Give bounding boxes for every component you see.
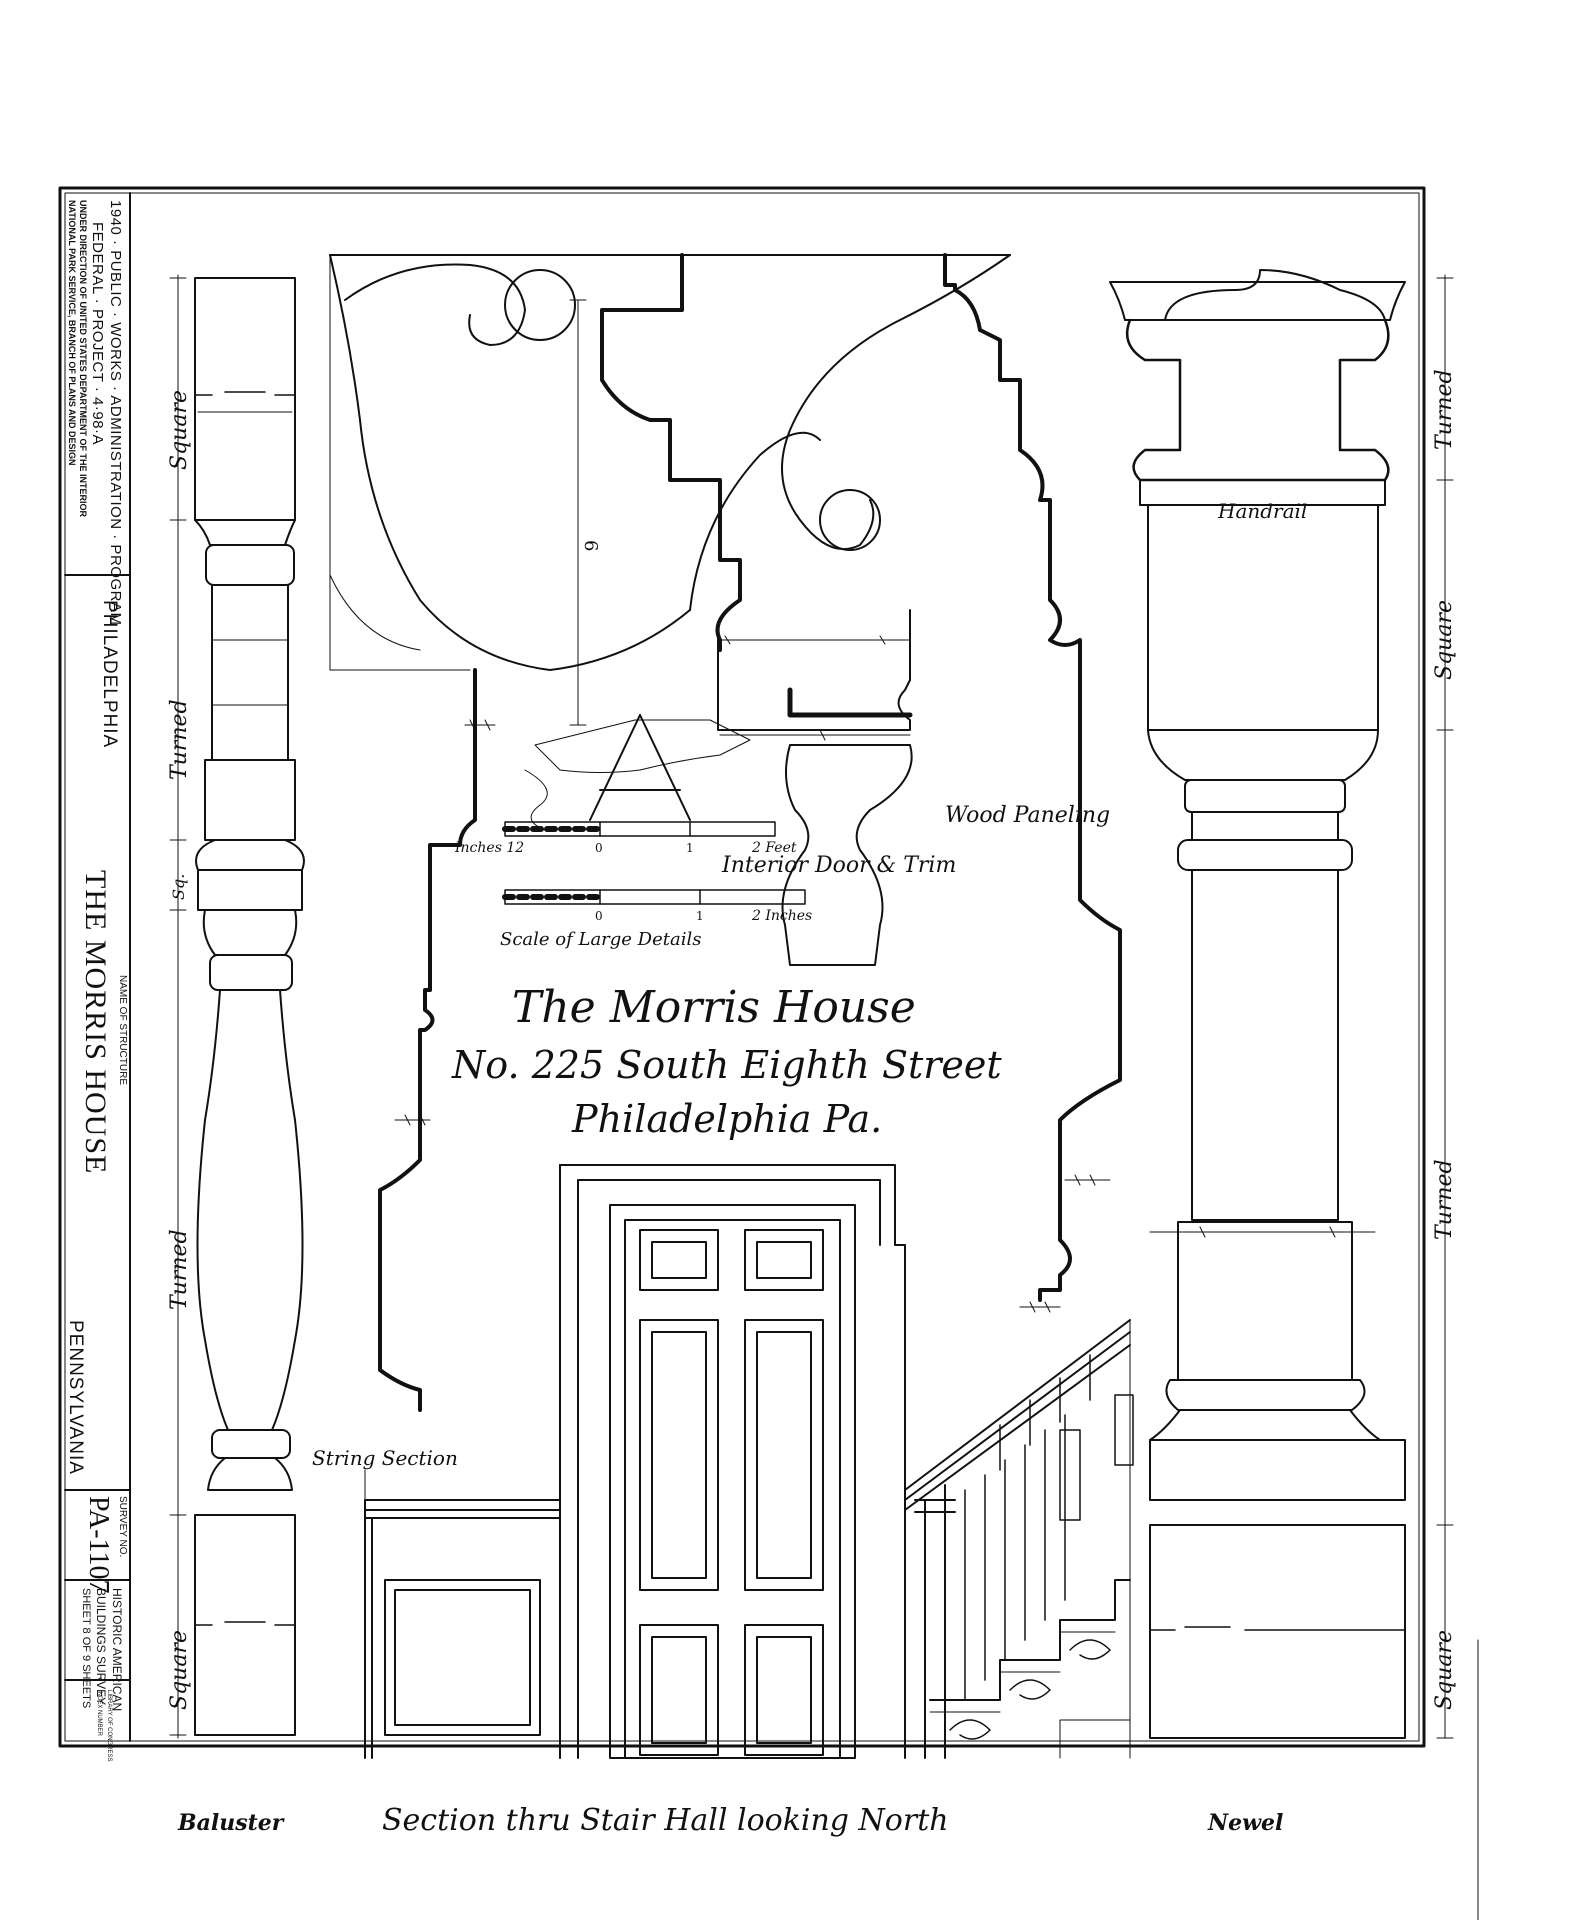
- newel-dim-turned-top: Turned: [1432, 369, 1457, 450]
- baluster-dim-turned-top: Turned: [167, 699, 192, 780]
- title-block-name-label: NAME OF STRUCTURE: [117, 975, 128, 1085]
- title-block-project: FEDERAL · PROJECT · 4·98·A: [89, 222, 106, 446]
- scale-bars: [502, 714, 806, 905]
- title-block-sheet: SHEET 8 OF 9 SHEETS: [80, 1588, 92, 1709]
- title-block-structure-name: THE MORRIS HOUSE: [79, 870, 112, 1175]
- title-block-loc-1: LIBRARY OF CONGRESS: [106, 1690, 112, 1762]
- staircase-section: [904, 1319, 1134, 1759]
- title-block-habs-1: HISTORIC AMERICAN: [110, 1588, 124, 1712]
- newel-dim-square-top: Square: [1432, 600, 1457, 680]
- scale-inch-zero: 0: [595, 909, 603, 923]
- title-block-loc-2: INDEX NUMBER: [96, 1690, 102, 1737]
- scale-feet-end: 2 Feet: [751, 840, 797, 856]
- scale-feet-zero: 0: [595, 841, 603, 855]
- break-marks: [394, 635, 1376, 1313]
- title-block-survey-label: SURVEY NO.: [117, 1496, 128, 1558]
- door-trim-label: Interior Door & Trim: [721, 853, 956, 878]
- title-block-survey-number: PA-1107: [83, 1496, 114, 1594]
- drawing-title-line2: No. 225 South Eighth Street: [451, 1043, 1002, 1087]
- newel-dim-square-bottom: Square: [1432, 1630, 1457, 1710]
- handrail-label: Handrail: [1217, 499, 1307, 523]
- title-block-direction-2: NATIONAL PARK SERVICE, BRANCH OF PLANS A…: [67, 200, 77, 466]
- section-caption: Section thru Stair Hall looking North: [382, 1803, 949, 1838]
- title-block-direction-1: UNDER DIRECTION OF UNITED STATES DEPARTM…: [78, 200, 88, 517]
- stair-bracket-detail: [329, 254, 1011, 726]
- newel-elevation: [1109, 269, 1454, 1739]
- door-trim-profile: [717, 609, 913, 966]
- drawing-title-line1: The Morris House: [512, 982, 916, 1033]
- baluster-dim-square-top: Square: [167, 390, 192, 470]
- wood-paneling-label: Wood Paneling: [945, 803, 1110, 828]
- title-block-program: 1940 · PUBLIC · WORKS · ADMINISTRATION ·…: [107, 200, 124, 626]
- baluster-caption: Baluster: [177, 1810, 285, 1836]
- baluster-dim-sq: Sq.: [169, 874, 188, 900]
- scale-title: Scale of Large Details: [500, 929, 701, 950]
- title-block-city: PHILADELPHIA: [99, 600, 120, 749]
- wood-paneling-profile: [378, 253, 1122, 1412]
- baluster-elevation: [169, 274, 305, 1739]
- title-block-state: PENNSYLVANIA: [65, 1320, 86, 1475]
- scale-inch-end: 2 Inches: [751, 908, 812, 924]
- newel-caption: Newel: [1207, 1810, 1283, 1836]
- drawing-title-line3: Philadelphia Pa.: [571, 1097, 882, 1141]
- bracket-dimension: 6: [580, 540, 601, 551]
- string-section-label: String Section: [312, 1446, 458, 1470]
- scale-inch-one: 1: [696, 909, 704, 923]
- scale-feet-left: Inches 12: [454, 840, 524, 856]
- sheet-border: [58, 186, 1479, 1921]
- scale-feet-one: 1: [686, 841, 694, 855]
- baluster-dim-square-bottom: Square: [167, 1630, 192, 1710]
- door-elevation: [559, 1164, 906, 1759]
- newel-dim-turned-bottom: Turned: [1432, 1159, 1457, 1240]
- baluster-dim-turned-bottom: Turned: [167, 1229, 192, 1310]
- title-block-habs-2: BUILDINGS SURVEY: [94, 1588, 108, 1706]
- wainscot-panel: [364, 1469, 561, 1759]
